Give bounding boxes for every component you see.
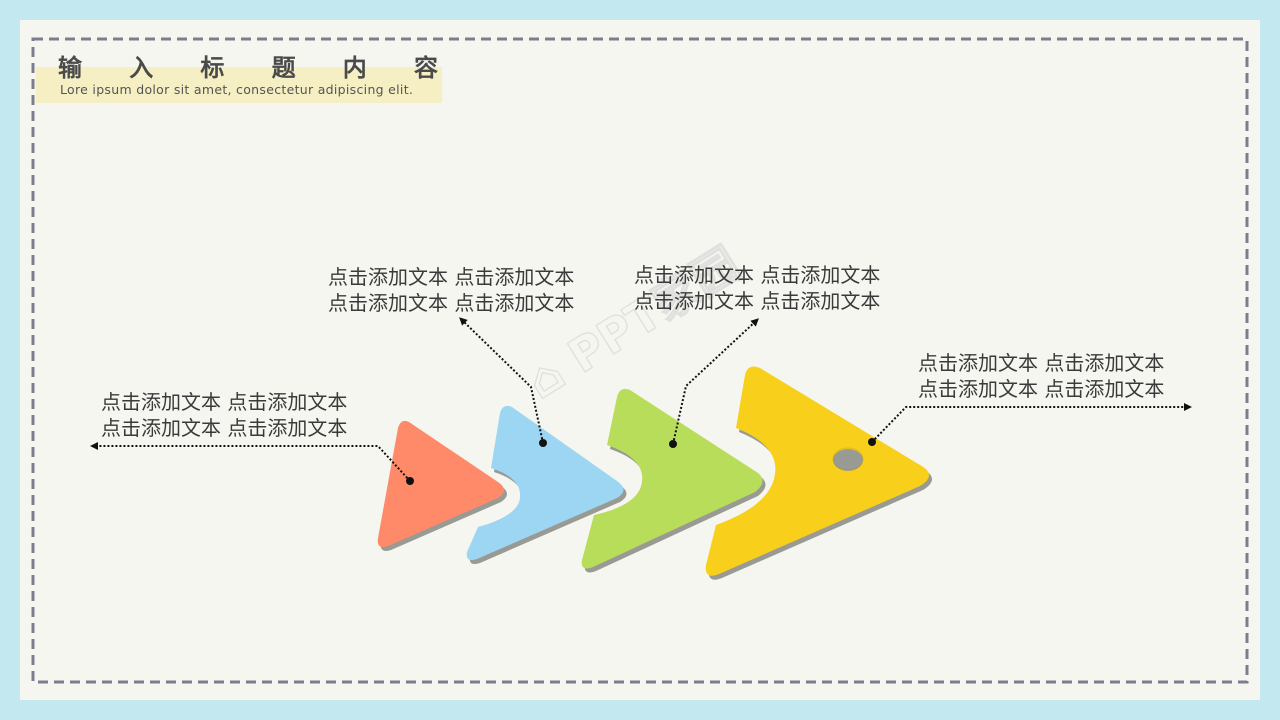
- note-line: 点击添加文本 点击添加文本: [328, 291, 575, 315]
- text-note-right[interactable]: 点击添加文本 点击添加文本 点击添加文本 点击添加文本: [918, 350, 1164, 402]
- text-note-top-right[interactable]: 点击添加文本 点击添加文本 点击添加文本 点击添加文本: [634, 262, 880, 314]
- text-note-top-left[interactable]: 点击添加文本 点击添加文本 点击添加文本 点击添加文本: [328, 264, 574, 316]
- note-line: 点击添加文本 点击添加文本: [634, 289, 881, 313]
- text-note-left[interactable]: 点击添加文本 点击添加文本 点击添加文本 点击添加文本: [101, 389, 347, 441]
- note-line: 点击添加文本 点击添加文本: [101, 390, 348, 414]
- note-line: 点击添加文本 点击添加文本: [918, 377, 1165, 401]
- title-char: 内: [342, 54, 367, 82]
- slide-title[interactable]: 输 入 标 题 内 容: [58, 48, 438, 83]
- yellow-chevron-shape[interactable]: [705, 366, 932, 580]
- red-arrow-shape[interactable]: [377, 420, 507, 551]
- green-chevron-shape[interactable]: [581, 388, 766, 573]
- slide-subtitle[interactable]: Lore ipsum dolor sit amet, consectetur a…: [60, 82, 414, 97]
- blue-chevron-shape[interactable]: [466, 405, 627, 565]
- note-line: 点击添加文本 点击添加文本: [634, 263, 881, 287]
- title-char: 容: [413, 54, 438, 82]
- hole-shadow: [832, 447, 864, 471]
- connector-right: [868, 403, 1192, 446]
- note-line: 点击添加文本 点击添加文本: [918, 351, 1165, 375]
- title-char: 标: [200, 54, 225, 82]
- title-char: 输: [58, 54, 82, 82]
- title-char: 题: [271, 54, 296, 82]
- note-line: 点击添加文本 点击添加文本: [328, 265, 575, 289]
- connector-top-left: [459, 317, 547, 447]
- title-char: 入: [129, 54, 154, 82]
- note-line: 点击添加文本 点击添加文本: [101, 416, 348, 440]
- title-highlight: [36, 67, 442, 103]
- connector-left: [90, 442, 414, 485]
- connector-top-right: [669, 318, 759, 448]
